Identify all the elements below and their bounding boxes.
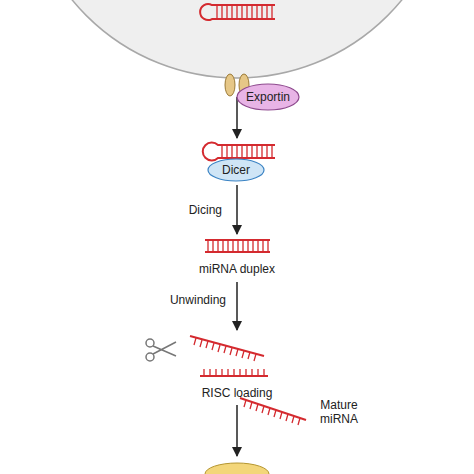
nucleus [24,0,450,78]
step-label: Unwinding [146,293,226,307]
risc-complex [205,463,269,474]
node-label: Exportin [246,91,290,104]
scissors-symbol [146,339,176,361]
dicer-enzyme: Dicer [207,158,265,182]
node-label: Dicer [222,164,250,177]
step-label: miRNA duplex [177,262,297,276]
pri-mirna-hairpin [200,4,275,20]
mature-mirna-strand [240,398,306,425]
ellipse-shape [208,159,264,181]
ellipse-shape [237,84,299,110]
step-label: Dicing [166,203,222,217]
step-label: Mature miRNA [314,398,364,426]
pre-mirna-hairpin [203,142,275,160]
mirna-duplex [205,240,270,252]
exportin-protein: Exportin [236,83,300,111]
step-label: RISC loading [177,386,297,400]
unwinding-strands [190,336,268,376]
